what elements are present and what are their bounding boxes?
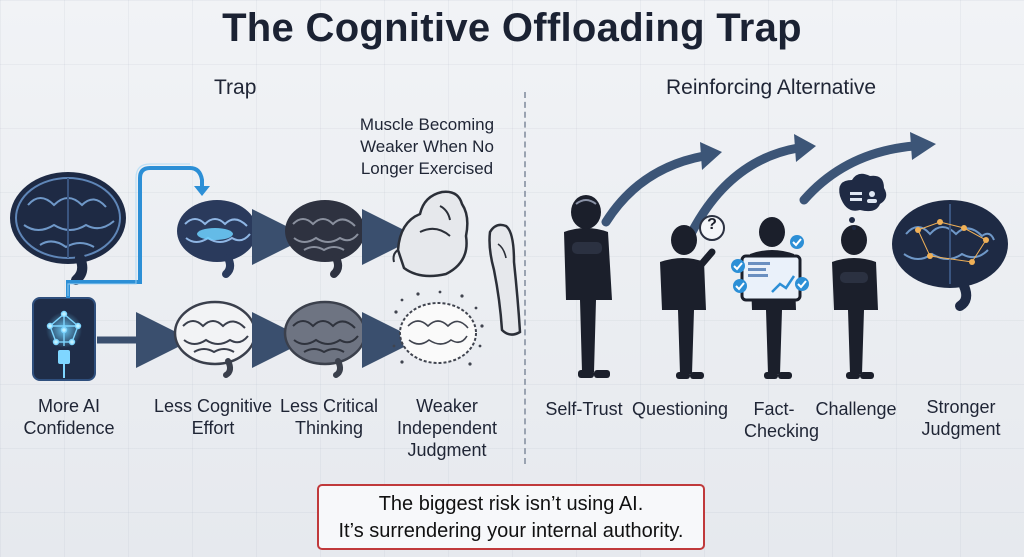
- glowing-brain-icon: [177, 200, 257, 278]
- stronger-brain-icon: [892, 200, 1008, 311]
- label-more-ai-confidence: More AI Confidence: [23, 396, 115, 438]
- self-trust-person-icon: [564, 195, 612, 378]
- section-alternative-heading: Reinforcing Alternative: [666, 76, 877, 99]
- section-trap-heading: Trap: [214, 76, 257, 99]
- fading-brain-icon: [392, 290, 484, 366]
- label-less-critical-thinking: Less Critical Thinking: [279, 396, 379, 438]
- weak-arm-icon: [488, 223, 522, 336]
- label-questioning: Questioning: [631, 399, 729, 419]
- gray-brain-icon: [285, 200, 365, 278]
- thought-bubble-icon: [839, 173, 887, 230]
- blue-connector: [66, 166, 204, 298]
- tablet-chart-icon: [740, 254, 802, 302]
- rising-arrows: [601, 141, 919, 237]
- challenge-person-icon: [832, 225, 878, 379]
- ai-brain-icon: [10, 172, 126, 285]
- question-mark: ?: [707, 216, 717, 233]
- dim-brain-icon: [283, 300, 367, 378]
- section-divider: [524, 92, 526, 464]
- outline-brain-icon: [173, 300, 257, 378]
- questioning-person-icon: [660, 215, 725, 379]
- label-fact-checking: Fact-Checking: [744, 399, 820, 441]
- quote-line-2: It’s surrendering your internal authorit…: [338, 520, 684, 542]
- quote-line-1: The biggest risk isn’t using AI.: [378, 493, 644, 515]
- label-stronger-judgment: Stronger Judgment: [921, 397, 1001, 439]
- quote-box: The biggest risk isn’t using AI. It’s su…: [317, 484, 705, 550]
- ai-chip-icon: [32, 297, 96, 381]
- page-title: The Cognitive Offloading Trap: [222, 6, 802, 50]
- muscle-caption: Muscle Becoming Weaker When No Longer Ex…: [359, 115, 495, 178]
- label-less-cognitive-effort: Less Cognitive Effort: [153, 396, 273, 438]
- check-icons: [731, 235, 809, 293]
- flexed-arm-icon: [392, 190, 469, 278]
- label-self-trust: Self-Trust: [545, 399, 623, 419]
- label-challenge: Challenge: [815, 399, 897, 419]
- label-weaker-judgment: Weaker Independent Judgment: [396, 396, 498, 460]
